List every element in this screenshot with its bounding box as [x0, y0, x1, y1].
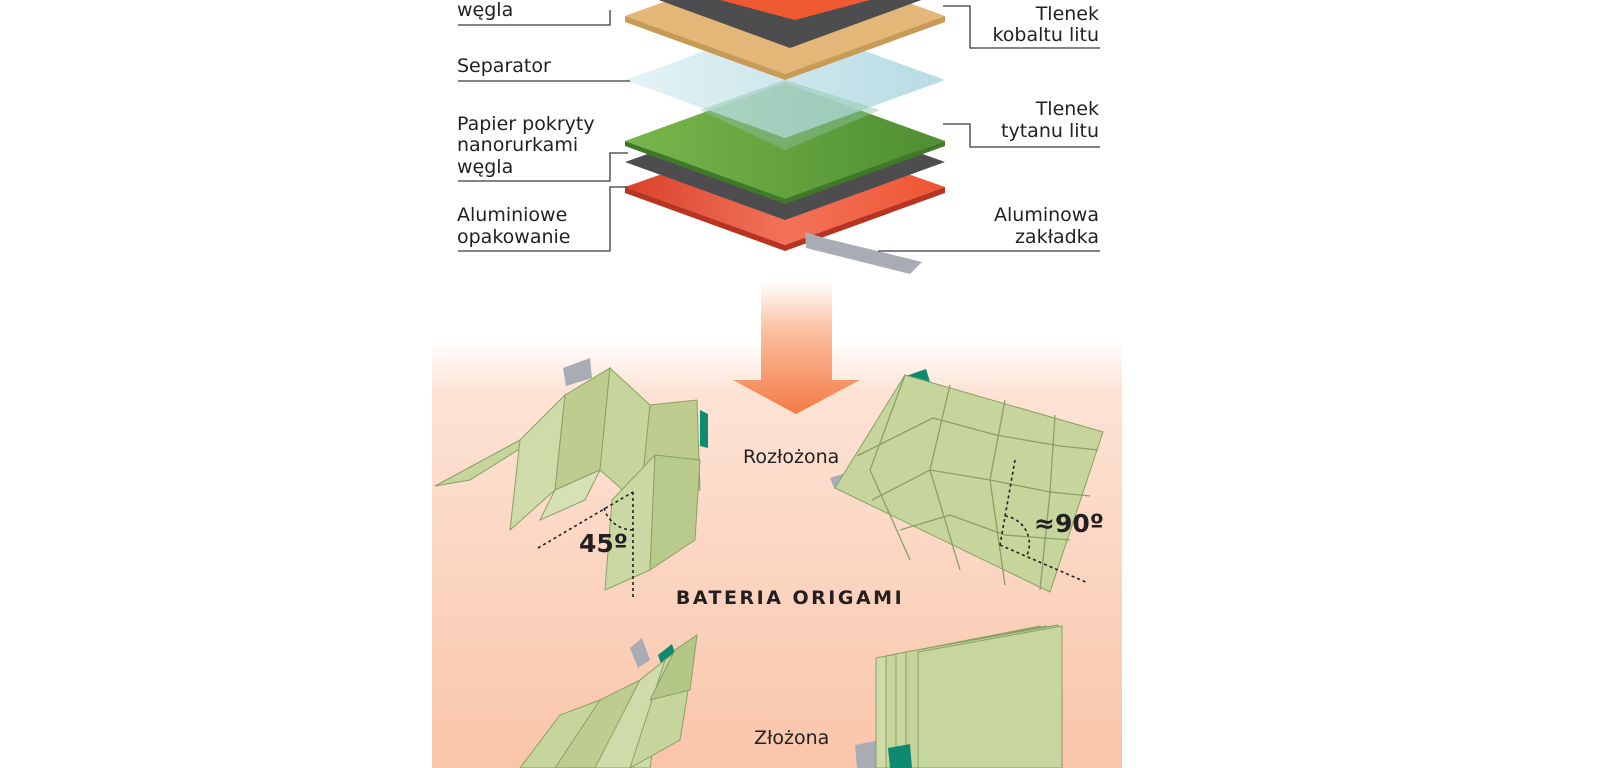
- zigzag-tab-gray: [563, 358, 592, 386]
- label-separator: Separator: [457, 55, 551, 77]
- angle-guide: [999, 459, 1016, 546]
- aluminium-tab: [805, 232, 922, 274]
- label-aluminiowe-2: opakowanie: [457, 226, 570, 248]
- label-zakladka-2: zakładka: [1015, 226, 1099, 248]
- label-unfolded: Rozłożona: [743, 446, 839, 468]
- grid-fold: [989, 399, 1006, 586]
- label-zakladka-1: Aluminowa: [994, 204, 1099, 226]
- grid-fold: [929, 384, 961, 571]
- angle-arc: [603, 507, 634, 531]
- angle-guide: [999, 544, 1089, 584]
- zigzag-panel: [649, 454, 701, 571]
- zigzag-tab-teal: [700, 410, 708, 448]
- folded-tab-gray: [630, 638, 650, 668]
- angle-guide: [537, 491, 634, 549]
- down-arrow: [733, 282, 860, 414]
- layer-top-orange: [720, 0, 870, 20]
- layer-stack: [625, 0, 945, 274]
- label-kobalt-1: Tlenek: [1035, 3, 1099, 25]
- label-folded: Złożona: [754, 727, 829, 749]
- origami-folded-book: [855, 624, 1063, 768]
- origami-zigzag-45: [434, 358, 708, 600]
- grid-fold: [856, 417, 1099, 457]
- grid-fold: [869, 374, 911, 561]
- leader-papier: [458, 152, 628, 182]
- origami-title: BATERIA ORIGAMI: [676, 587, 904, 609]
- angle-arc: [1004, 515, 1031, 556]
- layer-separator-tint: [700, 80, 880, 150]
- label-papier-1: Papier pokryty: [457, 113, 595, 135]
- angle-90-label: ≈90º: [1034, 509, 1104, 538]
- book-tab-gray: [855, 740, 882, 768]
- label-kobalt-2: kobaltu litu: [992, 24, 1099, 46]
- folded-panel: [649, 633, 698, 701]
- leader-aluminiowe: [458, 186, 628, 252]
- label-papier-3: węgla: [457, 156, 513, 178]
- layer-lithium-cobalt-oxide: [658, 0, 922, 48]
- leader-kobalt: [943, 5, 1100, 49]
- book-tab-teal: [888, 744, 912, 768]
- origami-folded-zigzag: [519, 633, 698, 768]
- label-tytan-1: Tlenek: [1035, 98, 1099, 120]
- grid-fold: [899, 514, 1071, 541]
- origami-grid-90: [830, 369, 1104, 593]
- label-aluminiowe-1: Aluminiowe: [457, 204, 567, 226]
- leader-tytan: [943, 123, 1100, 148]
- leader-wegla-top: [458, 10, 611, 26]
- book-page: [917, 625, 1063, 768]
- label-tytan-2: tytanu litu: [1001, 120, 1099, 142]
- grid-fold: [1039, 414, 1056, 591]
- label-papier-2: nanorurkami: [457, 134, 578, 156]
- angle-45-label: 45º: [579, 529, 628, 558]
- label-wegla-top: węgla: [457, 0, 513, 21]
